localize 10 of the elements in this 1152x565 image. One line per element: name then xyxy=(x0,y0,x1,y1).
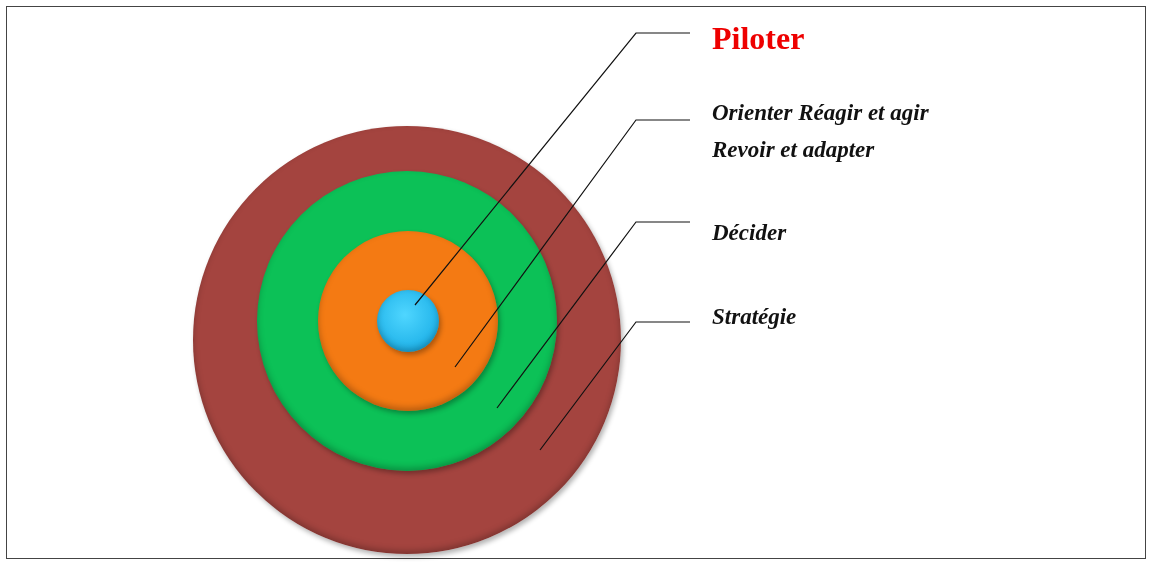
ring-label: Revoir et adapter xyxy=(712,135,876,164)
center-circle xyxy=(377,290,439,352)
leader-line xyxy=(496,221,691,409)
leader-line xyxy=(539,321,691,451)
ring-label: Décider xyxy=(712,219,787,247)
leader-line xyxy=(414,32,691,306)
ring-label: Orienter Réagir et agir xyxy=(712,99,929,127)
ring-label: Stratégie xyxy=(712,303,797,331)
ring-label: Piloter xyxy=(712,19,805,58)
leader-line xyxy=(454,119,691,368)
